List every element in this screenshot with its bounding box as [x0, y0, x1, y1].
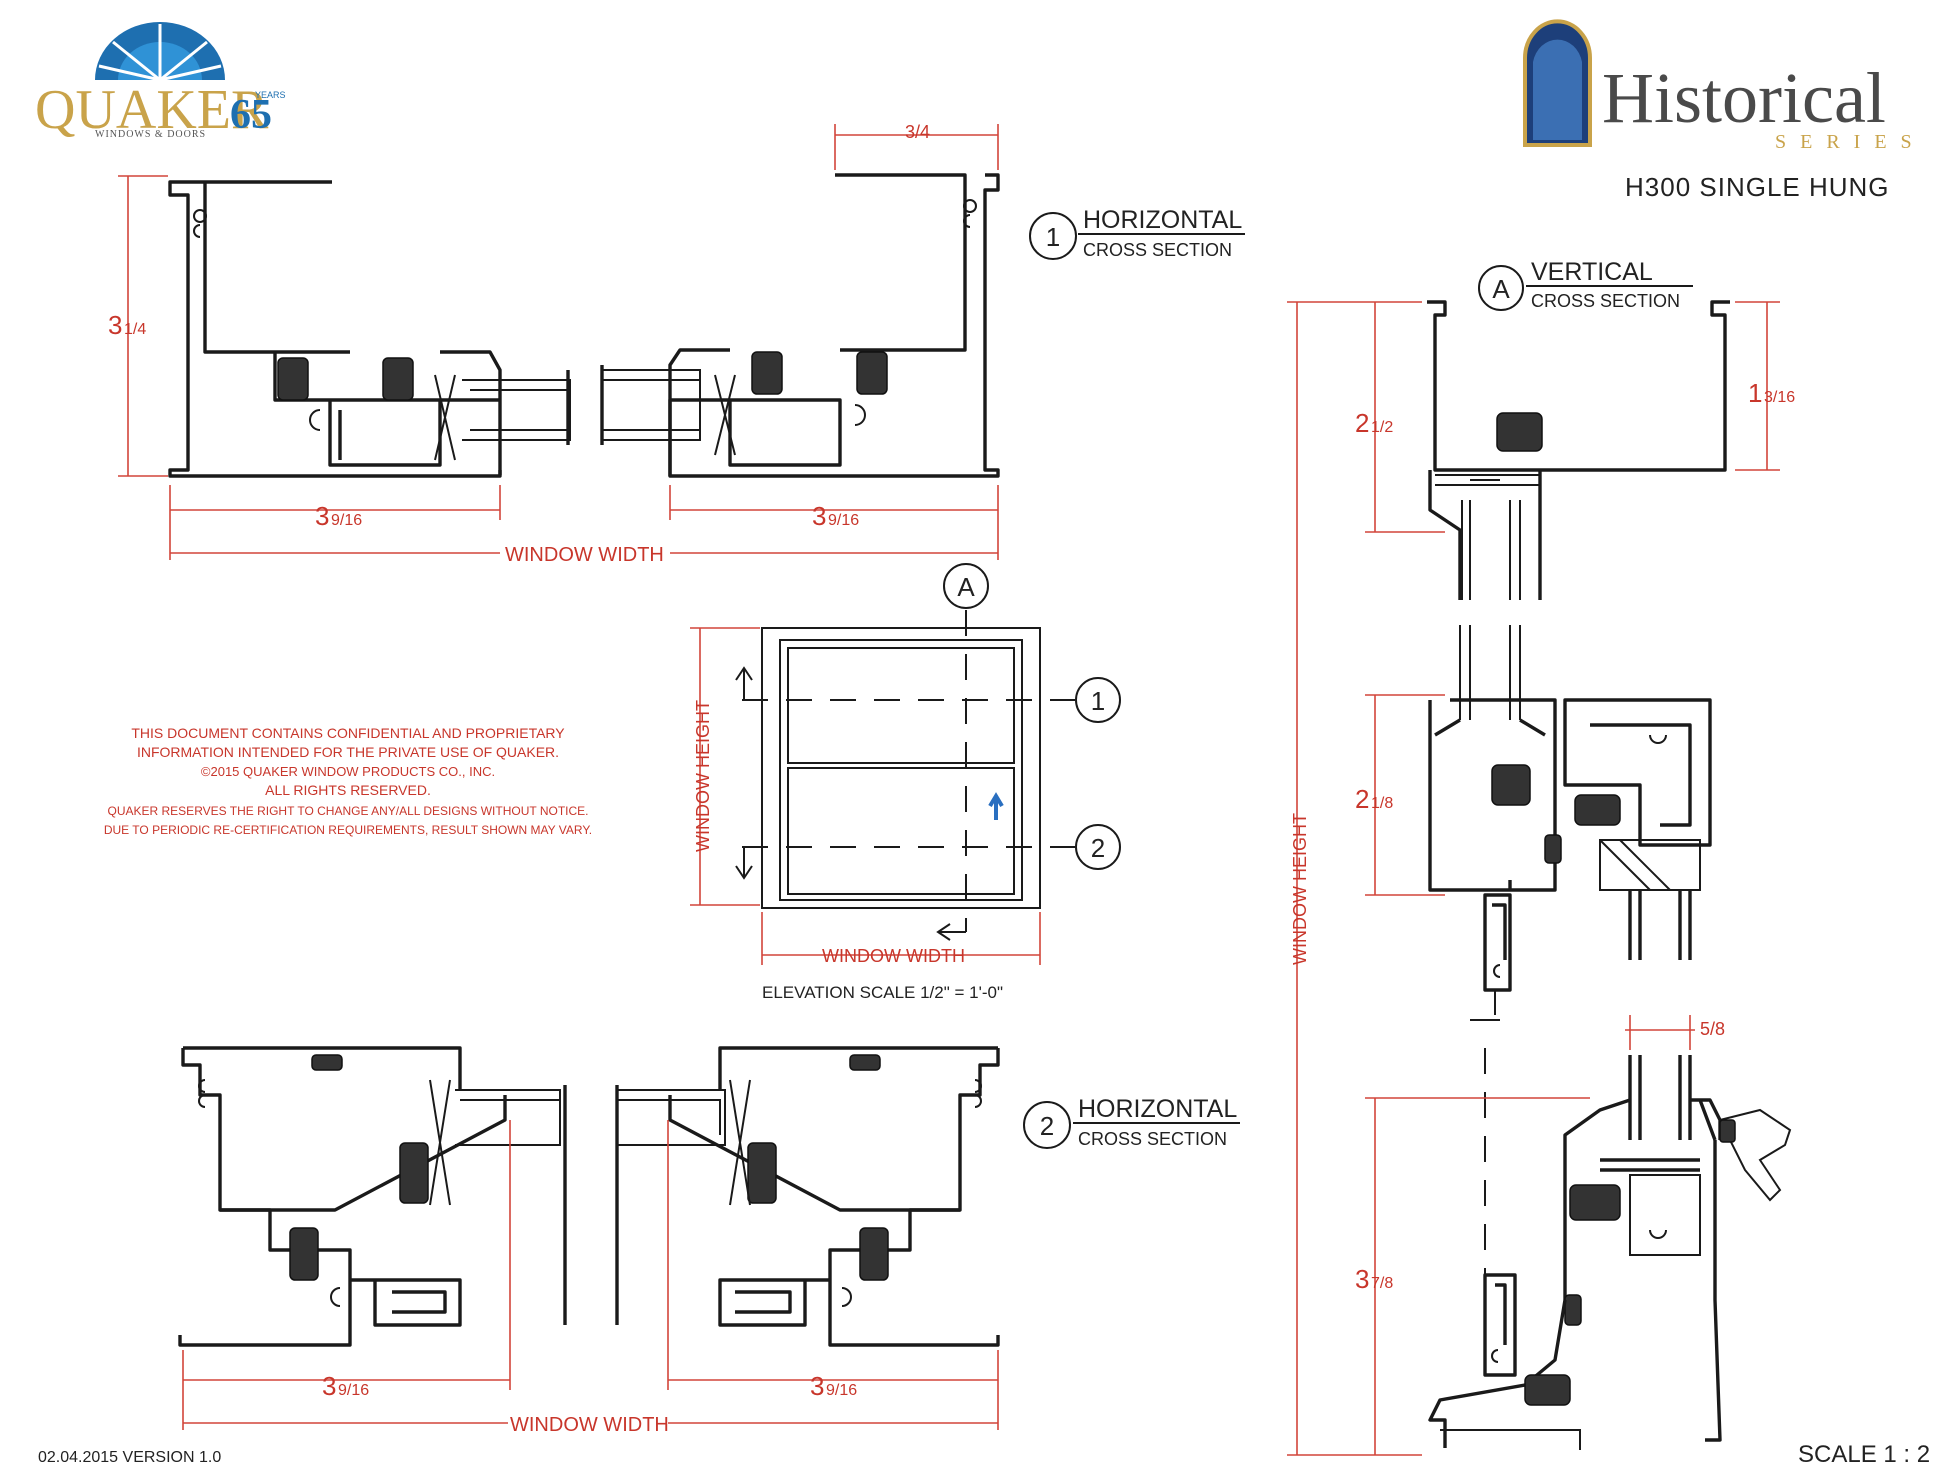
- quaker-anniversary: 65: [230, 92, 272, 138]
- svg-text:INFORMATION INTENDED FOR THE P: INFORMATION INTENDED FOR THE PRIVATE USE…: [137, 744, 559, 760]
- svg-text:1: 1: [1046, 222, 1060, 252]
- quaker-logo: QUAKER 65 YEARS WINDOWS & DOORS: [35, 22, 286, 141]
- quaker-wordmark: QUAKER: [35, 79, 269, 141]
- svg-text:THIS DOCUMENT CONTAINS CONFIDE: THIS DOCUMENT CONTAINS CONFIDENTIAL AND …: [131, 725, 565, 741]
- svg-text:1: 1: [1748, 378, 1762, 408]
- svg-text:9/16: 9/16: [331, 512, 362, 529]
- section-arrow-icon: [735, 666, 753, 700]
- svg-text:ALL RIGHTS RESERVED.: ALL RIGHTS RESERVED.: [265, 782, 431, 798]
- svg-text:3: 3: [812, 501, 826, 531]
- vertical-section-a-drawing: [1427, 300, 1792, 1450]
- horizontal-section-2-dimensions: 3 9/16 3 9/16 WINDOW WIDTH: [182, 1120, 999, 1436]
- version-stamp: 02.04.2015 VERSION 1.0: [38, 1449, 221, 1466]
- callout-1: [1075, 677, 1121, 723]
- quaker-tagline: WINDOWS & DOORS: [95, 129, 206, 140]
- svg-text:CROSS SECTION: CROSS SECTION: [1531, 291, 1680, 311]
- disclaimer-block: THIS DOCUMENT CONTAINS CONFIDENTIAL AND …: [104, 725, 592, 837]
- svg-text:7/8: 7/8: [1371, 1275, 1393, 1292]
- section-title-horizontal-1: 1 HORIZONTAL CROSS SECTION: [1029, 206, 1245, 260]
- horizontal-section-2-drawing: [178, 1046, 1000, 1347]
- svg-text:1: 1: [1091, 686, 1105, 716]
- vertical-section-a-dimensions: WINDOW HEIGHT 2 1/2 1 3/16 2 1/8 3 7/8 5…: [1287, 301, 1795, 1456]
- drawing-scale: SCALE 1 : 2: [1798, 1441, 1930, 1468]
- svg-text:1/2: 1/2: [1371, 419, 1393, 436]
- section-arrow-icon: [936, 923, 966, 941]
- section-title-horizontal-2: 2 HORIZONTAL CROSS SECTION: [1023, 1095, 1240, 1149]
- historical-logo: Historical SERIES: [1523, 19, 1926, 153]
- svg-text:5/8: 5/8: [1700, 1019, 1725, 1039]
- quaker-anniversary-years: YEARS: [255, 90, 286, 100]
- svg-text:QUAKER RESERVES THE RIGHT TO C: QUAKER RESERVES THE RIGHT TO CHANGE ANY/…: [108, 804, 589, 818]
- svg-text:DUE TO PERIODIC RE-CERTIFICATI: DUE TO PERIODIC RE-CERTIFICATION REQUIRE…: [104, 823, 592, 837]
- svg-text:3/4: 3/4: [905, 122, 930, 142]
- svg-text:3: 3: [315, 501, 329, 531]
- svg-text:2: 2: [1355, 408, 1369, 438]
- svg-text:9/16: 9/16: [828, 512, 859, 529]
- product-title: H300 SINGLE HUNG: [1625, 172, 1890, 202]
- svg-text:WINDOW WIDTH: WINDOW WIDTH: [505, 544, 664, 566]
- callout-a: [943, 563, 989, 609]
- callout-2: [1075, 824, 1121, 870]
- svg-text:2: 2: [1091, 833, 1105, 863]
- svg-text:WINDOW WIDTH: WINDOW WIDTH: [822, 946, 965, 966]
- svg-text:3: 3: [810, 1371, 824, 1401]
- section-title-vertical-a: A VERTICAL CROSS SECTION: [1478, 258, 1693, 311]
- svg-text:HORIZONTAL: HORIZONTAL: [1083, 206, 1242, 234]
- svg-text:3/16: 3/16: [1764, 389, 1795, 406]
- svg-text:HORIZONTAL: HORIZONTAL: [1078, 1095, 1237, 1123]
- svg-text:CROSS SECTION: CROSS SECTION: [1083, 240, 1232, 260]
- svg-text:WINDOW HEIGHT: WINDOW HEIGHT: [693, 700, 713, 852]
- svg-text:9/16: 9/16: [338, 1382, 369, 1399]
- horizontal-section-1-dimensions: 3 1/4 3/4 3 9/16 3 9/16 WINDOW WIDTH: [108, 122, 999, 566]
- svg-text:2: 2: [1040, 1111, 1054, 1141]
- svg-text:CROSS SECTION: CROSS SECTION: [1078, 1129, 1227, 1149]
- svg-text:VERTICAL: VERTICAL: [1531, 258, 1653, 286]
- svg-text:3: 3: [1355, 1264, 1369, 1294]
- svg-text:ELEVATION SCALE 1/2" = 1'-0": ELEVATION SCALE 1/2" = 1'-0": [762, 983, 1003, 1002]
- svg-text:1/4: 1/4: [124, 321, 146, 338]
- horizontal-section-1-drawing: [168, 173, 1000, 478]
- svg-text:A: A: [957, 572, 975, 602]
- svg-text:2: 2: [1355, 784, 1369, 814]
- svg-text:WINDOW HEIGHT: WINDOW HEIGHT: [1290, 813, 1310, 965]
- svg-text:A: A: [1492, 274, 1510, 304]
- svg-text:3: 3: [108, 310, 122, 340]
- svg-text:1/8: 1/8: [1371, 795, 1393, 812]
- svg-text:9/16: 9/16: [826, 1382, 857, 1399]
- svg-text:WINDOW WIDTH: WINDOW WIDTH: [510, 1414, 669, 1436]
- svg-text:©2015 QUAKER WINDOW PRODUCTS C: ©2015 QUAKER WINDOW PRODUCTS CO., INC.: [201, 764, 495, 779]
- historical-series: SERIES: [1775, 131, 1926, 153]
- sash-arrow-icon: [988, 792, 1004, 820]
- section-arrow-icon: [735, 847, 753, 880]
- svg-text:3: 3: [322, 1371, 336, 1401]
- elevation-drawing: A 1 2 WINDOW HEIGHT WINDOW WIDTH ELEVATI…: [690, 563, 1121, 1002]
- historical-wordmark: Historical: [1602, 58, 1886, 138]
